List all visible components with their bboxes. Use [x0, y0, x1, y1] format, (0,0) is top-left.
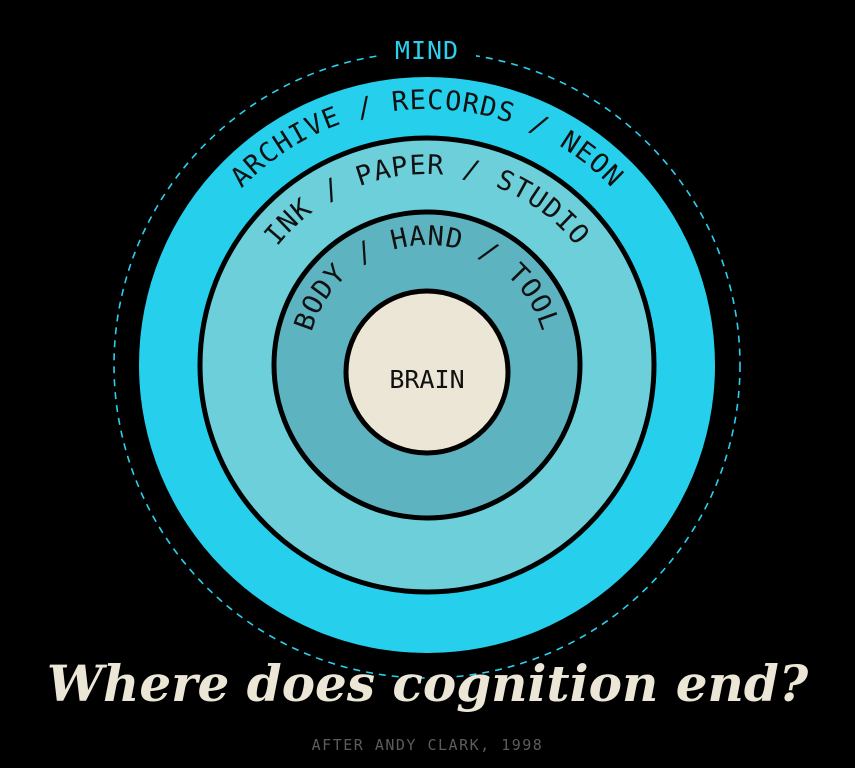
mind-label-backing: [378, 38, 476, 68]
core-brain: [343, 288, 511, 456]
core-brain-label: BRAIN: [389, 365, 464, 394]
mind-label: MIND: [395, 36, 459, 65]
attribution-caption: AFTER ANDY CLARK, 1998: [311, 736, 544, 754]
page-title: Where does cognition end?: [46, 654, 809, 713]
